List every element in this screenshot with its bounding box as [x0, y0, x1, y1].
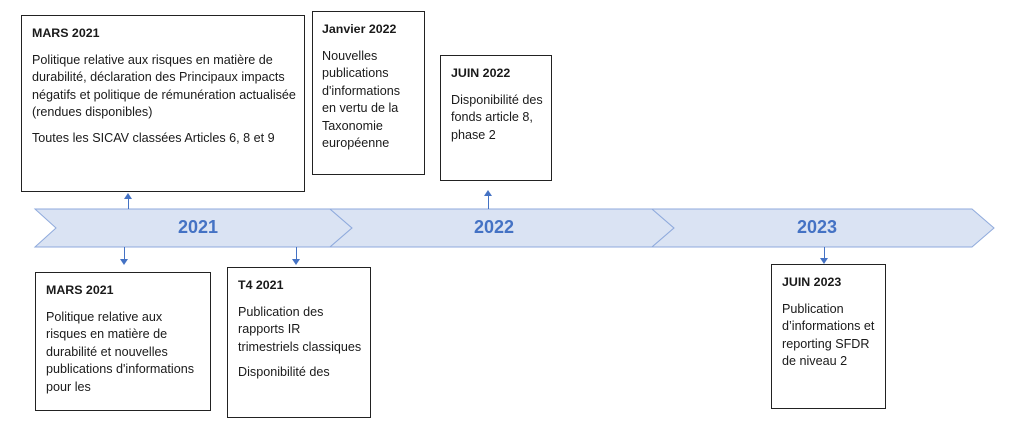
connector-top-mars2021-arrow	[124, 193, 132, 199]
event-box-t42021: T4 2021 Publication des rapports IR trim…	[227, 267, 371, 418]
event-title: Janvier 2022	[322, 22, 397, 36]
event-title: JUIN 2022	[451, 66, 511, 80]
event-text: Toutes les SICAV classées Articles 6, 8 …	[32, 130, 275, 145]
year-label-2023: 2023	[797, 217, 838, 237]
event-text: Publication d’informations et reporting …	[782, 301, 875, 369]
segment-2023-chevron	[650, 208, 995, 248]
connector-bottom-mars2021	[124, 247, 125, 259]
event-text: Disponibilité des fonds article 8, phase…	[451, 92, 543, 142]
connector-bottom-mars2021-arrow	[120, 259, 128, 265]
connector-top-juin2022-arrow	[484, 190, 492, 196]
event-text: Politique relative aux risques en matièr…	[46, 309, 195, 394]
event-box-mars2021-top: MARS 2021 Politique relative aux risques…	[21, 15, 305, 192]
event-title: MARS 2021	[46, 283, 114, 297]
year-label-2022: 2022	[474, 217, 515, 237]
connector-top-juin2022	[488, 196, 489, 209]
event-text: Publication des rapports IR trimestriels…	[238, 304, 362, 354]
year-label-2021: 2021	[178, 217, 219, 237]
connector-bottom-juin2023	[824, 247, 825, 258]
event-box-juin2023: JUIN 2023 Publication d’informations et …	[771, 264, 886, 409]
event-title: MARS 2021	[32, 26, 100, 40]
event-text: Politique relative aux risques en matièr…	[32, 52, 296, 120]
event-box-juin2022: JUIN 2022 Disponibilité des fonds articl…	[440, 55, 552, 181]
event-text: Nouvelles publications d'informations en…	[322, 48, 401, 151]
event-title: JUIN 2023	[782, 275, 842, 289]
connector-top-mars2021	[128, 199, 129, 209]
event-box-mars2021-bottom: MARS 2021 Politique relative aux risques…	[35, 272, 211, 411]
connector-bottom-t42021-arrow	[292, 259, 300, 265]
event-box-janvier2022: Janvier 2022 Nouvelles publications d'in…	[312, 11, 425, 175]
event-text: Disponibilité des	[238, 365, 330, 379]
connector-bottom-t42021	[296, 247, 297, 259]
connector-bottom-juin2023-arrow	[820, 258, 828, 264]
event-title: T4 2021	[238, 278, 284, 292]
